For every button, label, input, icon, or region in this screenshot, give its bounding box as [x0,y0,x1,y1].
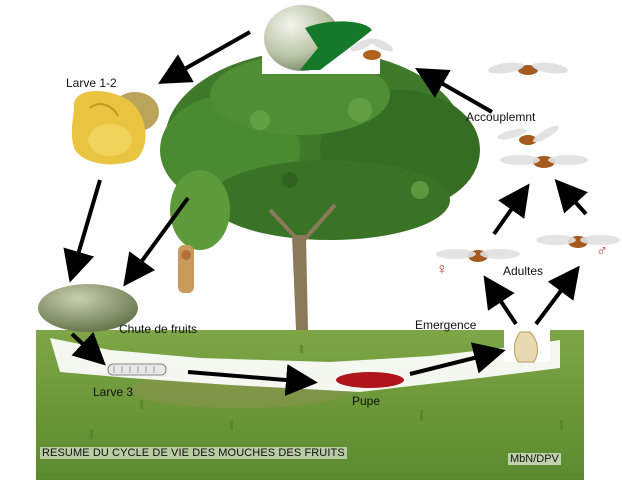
label-emergence: Emergence [415,318,477,332]
arrow-ponte-to-larve12 [158,30,251,84]
arrow-emergence-to-female [483,275,518,326]
fallen-mango [38,284,138,332]
female-symbol: ♀ [436,261,448,278]
arrow-emergence-to-male [534,265,580,326]
cycle-arrows [63,30,588,396]
larva3 [107,363,167,376]
credit-label: MbN/DPV [508,453,561,465]
fly-top-right [488,62,568,75]
male-symbol: ♂ [596,243,608,260]
emergence-puparium [504,330,550,363]
fly-female [436,249,520,262]
fly-ponte [350,38,394,60]
fly-mating-lower [500,155,588,168]
ponte-leaf [300,21,372,71]
fly-mating-upper [497,125,560,145]
label-larve12: Larve 1-2 [66,76,117,90]
arrow-male-to-mating [554,179,588,216]
arrow-larve12-to-chute [63,179,102,283]
arrow-larve3-to-pupe [187,364,318,396]
label-chute: Chute de fruits [119,322,198,336]
arrow-tree-to-chute [123,196,190,287]
arrow-female-to-mating [492,183,530,236]
arrow-pupe-to-emergence [409,342,506,376]
pupae [336,372,404,388]
label-adultes: Adultes [503,264,544,278]
label-pupe: Pupe [352,394,381,408]
label-accouplement: Accouplemnt [466,110,536,124]
tree-trunk [292,235,308,330]
arrow-accouplement-to-ponte [415,68,493,114]
diagram-caption: RESUME DU CYCLE DE VIE DES MOUCHES DES F… [40,447,347,459]
arrow-chute-to-larve3 [70,331,106,366]
label-larve3: Larve 3 [93,385,134,399]
label-ponte: Ponte [337,6,369,20]
tree-canopy [160,50,480,250]
hanging-fruit [178,245,194,293]
fly-male [536,235,620,248]
larve12-mango [71,90,159,165]
